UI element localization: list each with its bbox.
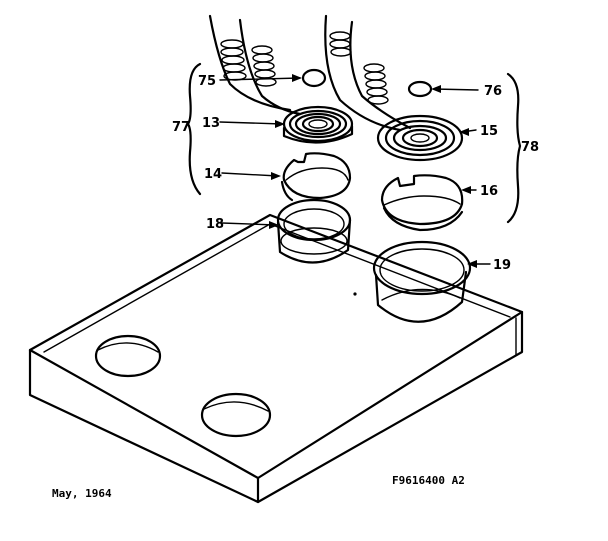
notched-ring-16 — [380, 174, 464, 232]
label-78: 78 — [521, 140, 539, 155]
cap-76 — [407, 80, 433, 98]
label-15: 15 — [480, 124, 498, 139]
label-19: 19 — [493, 258, 511, 273]
label-76: 76 — [484, 84, 502, 99]
footer-code: F9616400 A2 — [392, 474, 465, 487]
ring-19 — [372, 240, 472, 323]
footer-date: May, 1964 — [52, 487, 112, 500]
brace-78 — [506, 72, 522, 224]
label-16: 16 — [480, 184, 498, 199]
notched-ring-14 — [280, 152, 352, 202]
burner-hole-front-right — [200, 392, 272, 438]
coil-spring-right-1 — [329, 31, 352, 57]
cap-75 — [301, 68, 327, 88]
brace-77 — [186, 62, 202, 196]
label-77: 77 — [172, 120, 190, 135]
label-14: 14 — [204, 167, 222, 182]
cooktop-base — [28, 213, 524, 504]
terminal-wires — [208, 14, 412, 132]
leader-lines — [219, 74, 491, 268]
label-75: 75 — [198, 74, 216, 89]
speck — [353, 292, 357, 296]
spiral-burner-15 — [376, 114, 464, 162]
coil-spring-right-2 — [363, 63, 389, 105]
coil-spring-left-2 — [251, 45, 277, 87]
label-18: 18 — [206, 217, 224, 232]
burner-hole-front-left — [94, 334, 162, 378]
ring-18 — [276, 198, 352, 264]
label-13: 13 — [202, 116, 220, 131]
